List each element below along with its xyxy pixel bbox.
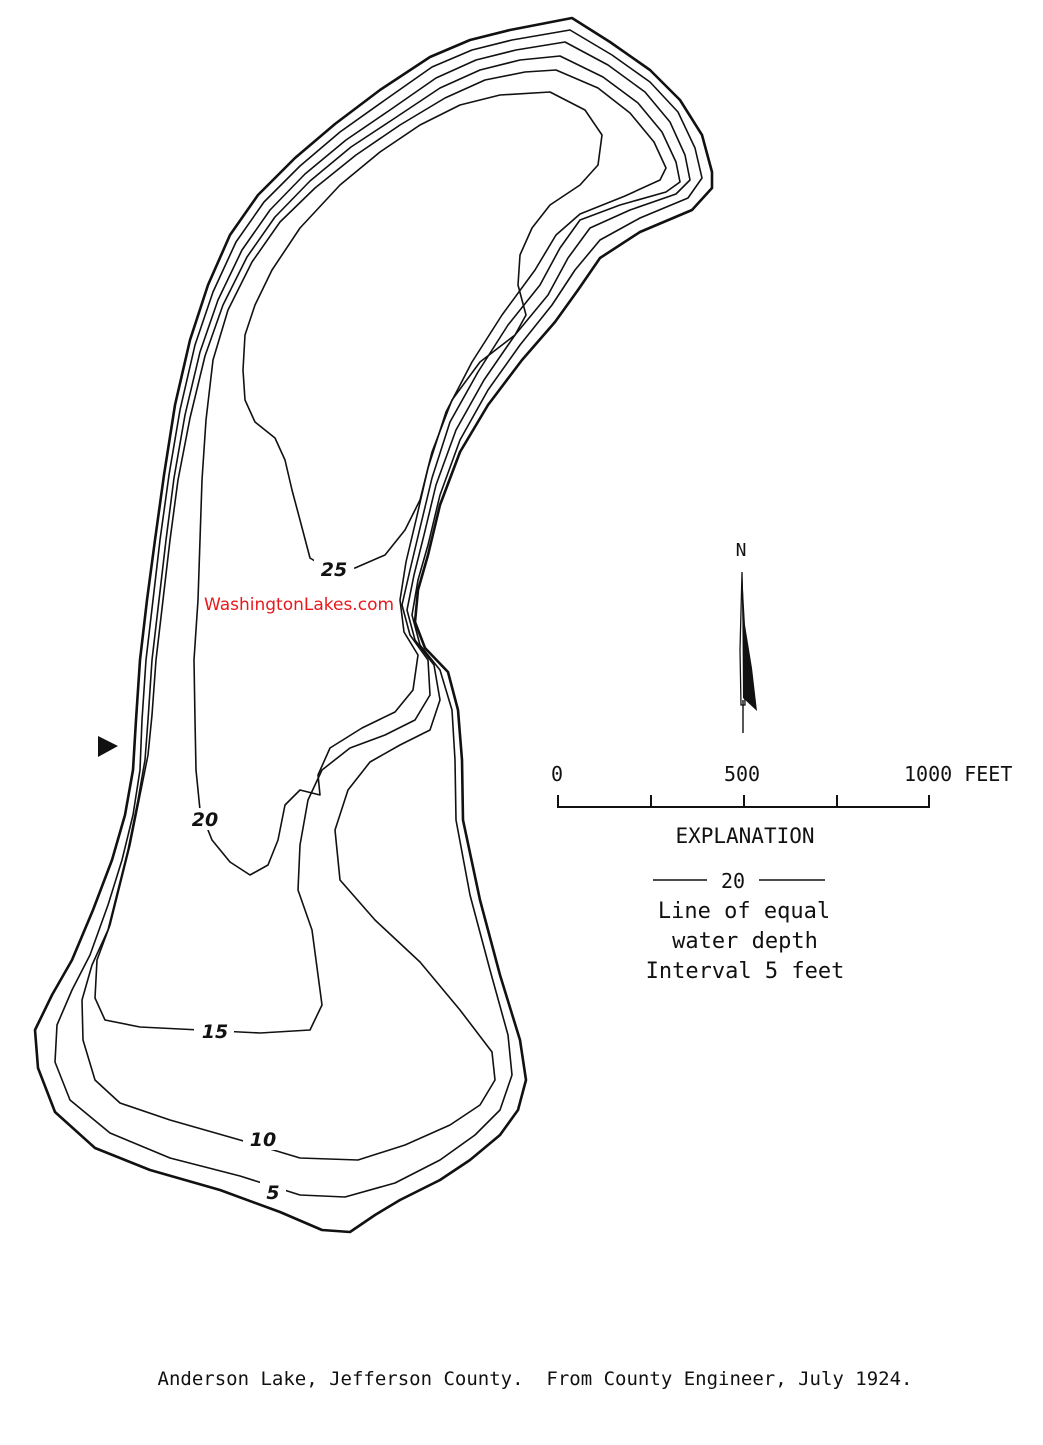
north-arrow: N	[736, 540, 757, 733]
scale-tick-label-1000: 1000 FEET	[904, 762, 1012, 786]
depth-label-5-text: 5	[266, 1182, 279, 1204]
contour-20ft	[193, 69, 667, 876]
legend-line-1: Line of equal	[658, 899, 830, 924]
depth-label-5: 5	[260, 1181, 286, 1204]
legend-line-2: water depth	[672, 929, 818, 954]
north-arrow-fill-icon	[742, 572, 757, 711]
north-label: N	[736, 540, 747, 561]
depth-label-20: 20	[184, 808, 224, 831]
watermark-text: WashingtonLakes.com	[204, 595, 394, 615]
contour-10ft	[81, 41, 691, 1161]
shoreline-contour	[33, 16, 714, 1234]
scale-bar: 0 500 1000 FEET	[551, 762, 1012, 808]
depth-label-25: 25	[314, 558, 354, 581]
contour-15ft	[94, 55, 681, 1034]
location-marker-arrow-icon	[98, 736, 118, 757]
depth-label-10: 10	[243, 1128, 283, 1151]
legend-line-3-prefix: Interval	[646, 959, 765, 984]
explanation-heading: EXPLANATION	[675, 824, 814, 848]
depth-label-20-text: 20	[192, 809, 218, 831]
legend-line-3-value: 5	[765, 959, 778, 984]
depth-label-25-text: 25	[321, 559, 347, 581]
depth-label-10-text: 10	[250, 1129, 276, 1151]
legend-sample-value: 20	[721, 869, 745, 893]
legend-line-3-suffix: feet	[778, 959, 844, 984]
legend-line-3: Interval 5 feet	[646, 959, 845, 984]
scale-tick-label-0: 0	[551, 762, 563, 786]
depth-label-15: 15	[194, 1020, 234, 1043]
contour-5ft	[54, 29, 703, 1198]
scale-tick-label-500: 500	[724, 762, 760, 786]
explanation-legend: EXPLANATION 20 Line of equal water depth…	[646, 824, 845, 984]
depth-label-15-text: 15	[202, 1021, 228, 1043]
map-caption: Anderson Lake, Jefferson County. From Co…	[158, 1368, 913, 1390]
